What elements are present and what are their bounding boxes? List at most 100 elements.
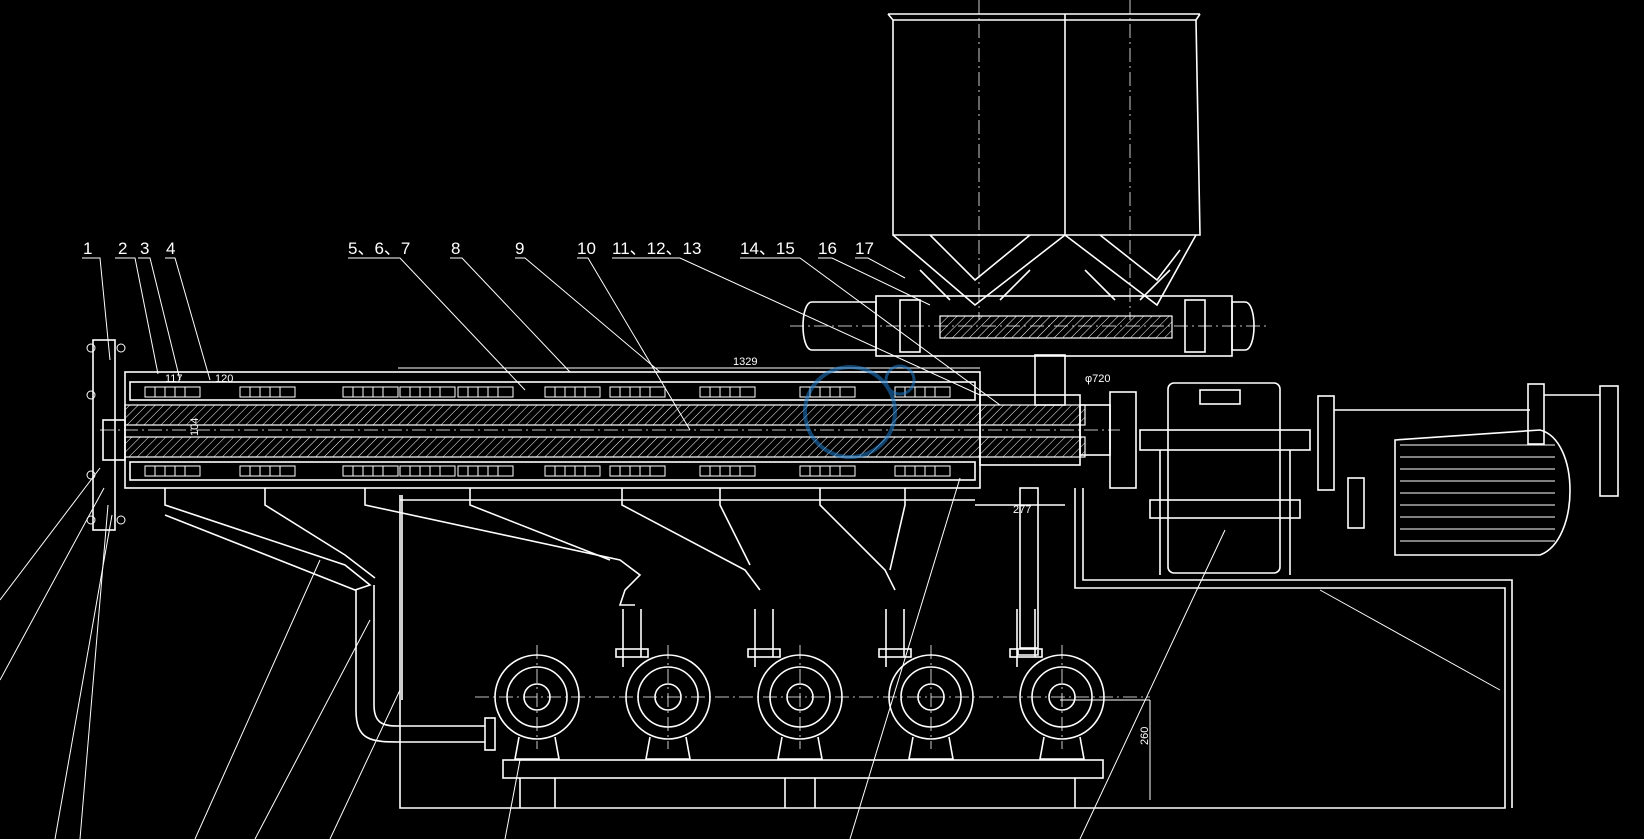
- leader-line: [82, 257, 111, 361]
- part-labels: 1 2 3 4 5、6、7 8 9 10 11、12、13 14、15 16 1…: [83, 239, 874, 258]
- label-11-12-13: 11、12、13: [612, 239, 701, 258]
- duct-segment: [373, 585, 485, 727]
- leader-line: [329, 689, 401, 839]
- dimensions: 1329 104 φ720 277 260 117 120: [165, 356, 1151, 745]
- duct-segment: [719, 488, 751, 566]
- dim-height: 260: [1139, 727, 1151, 745]
- blowers: [494, 609, 1105, 760]
- blower-flange: [878, 648, 912, 658]
- duct-segment: [819, 488, 896, 591]
- leader-line: [855, 257, 906, 279]
- dim-barrel-diameter: 104: [189, 418, 201, 436]
- heater-band: [894, 386, 951, 398]
- blower-hub: [523, 683, 551, 711]
- coupling: [1317, 383, 1619, 529]
- blower-foot: [645, 736, 691, 760]
- heater-band: [342, 465, 399, 477]
- label-16: 16: [818, 239, 837, 258]
- support-column: [975, 354, 1066, 649]
- leader-line: [0, 487, 105, 681]
- blower-inlet: [754, 609, 774, 667]
- duct-segment: [364, 488, 642, 606]
- leader-line: [194, 559, 321, 839]
- blower-hub: [1048, 683, 1076, 711]
- feed-screw-housing: [790, 295, 1270, 357]
- heater-band: [399, 386, 456, 398]
- blower-hub: [654, 683, 682, 711]
- leader-line: [79, 504, 109, 839]
- heater-band: [609, 386, 666, 398]
- duct-segment: [621, 488, 761, 591]
- leader-line: [254, 619, 371, 839]
- label-9: 9: [515, 239, 524, 258]
- heater-band: [699, 386, 756, 398]
- blower-inlet: [622, 609, 642, 667]
- leader-line: [818, 257, 931, 306]
- gearbox: [1139, 382, 1311, 575]
- leader-line: [740, 257, 1001, 406]
- duct-segment: [355, 590, 485, 743]
- leader-line: [577, 257, 691, 431]
- duct-segment: [1017, 650, 1039, 656]
- blower-foot: [514, 736, 560, 760]
- leader-line: [0, 467, 101, 601]
- watermark-logo: [803, 364, 916, 459]
- blower-foot: [777, 736, 823, 760]
- base-frame: [399, 488, 1513, 809]
- heater-band: [342, 386, 399, 398]
- label-14-15: 14、15: [740, 239, 795, 258]
- blower-hub: [786, 683, 814, 711]
- label-2: 2: [118, 239, 127, 258]
- heater-band: [544, 386, 601, 398]
- duct-segment: [469, 488, 611, 561]
- label-3: 3: [140, 239, 149, 258]
- heater-band: [609, 465, 666, 477]
- dim-barrel-length: 1329: [733, 356, 757, 368]
- leader-lines: [0, 257, 1226, 839]
- leader-line: [1079, 529, 1226, 839]
- heater-band: [144, 465, 201, 477]
- duct-segment: [889, 488, 906, 571]
- leader-line: [450, 257, 571, 373]
- heater-bands: [144, 386, 951, 477]
- label-5-6-7: 5、6、7: [348, 239, 410, 258]
- duct-flange: [484, 717, 496, 751]
- pump-platform: [475, 696, 1150, 808]
- dim-small-2: 120: [215, 373, 233, 385]
- leader-line: [54, 514, 113, 839]
- heater-band: [799, 465, 856, 477]
- label-8: 8: [451, 239, 460, 258]
- duct-segment: [264, 488, 376, 579]
- end-flange: [86, 339, 126, 531]
- label-17: 17: [855, 239, 874, 258]
- leader-line: [849, 477, 961, 839]
- heater-band: [144, 386, 201, 398]
- dim-small-1: 117: [165, 373, 183, 385]
- heater-band: [457, 465, 514, 477]
- leader-line: [138, 257, 181, 381]
- heater-band: [239, 386, 296, 398]
- leader-line: [165, 257, 211, 381]
- leader-line: [115, 257, 159, 375]
- blower-flange: [1009, 648, 1043, 658]
- blower-inlet: [885, 609, 905, 667]
- dim-support: 277: [1013, 504, 1031, 516]
- label-4: 4: [166, 239, 175, 258]
- leader-line: [504, 759, 521, 839]
- blower-hub: [917, 683, 945, 711]
- blower-flange: [747, 648, 781, 658]
- air-ducts: [164, 488, 1039, 751]
- duct-segment: [164, 488, 372, 591]
- hopper: [887, 0, 1201, 320]
- leader-line: [612, 257, 981, 396]
- heater-band: [544, 465, 601, 477]
- heater-band: [399, 465, 456, 477]
- heater-band: [894, 465, 951, 477]
- heater-band: [457, 386, 514, 398]
- leader-line: [515, 257, 661, 373]
- blower-foot: [1039, 736, 1085, 760]
- label-10: 10: [577, 239, 596, 258]
- heater-band: [239, 465, 296, 477]
- leader-line: [348, 257, 526, 391]
